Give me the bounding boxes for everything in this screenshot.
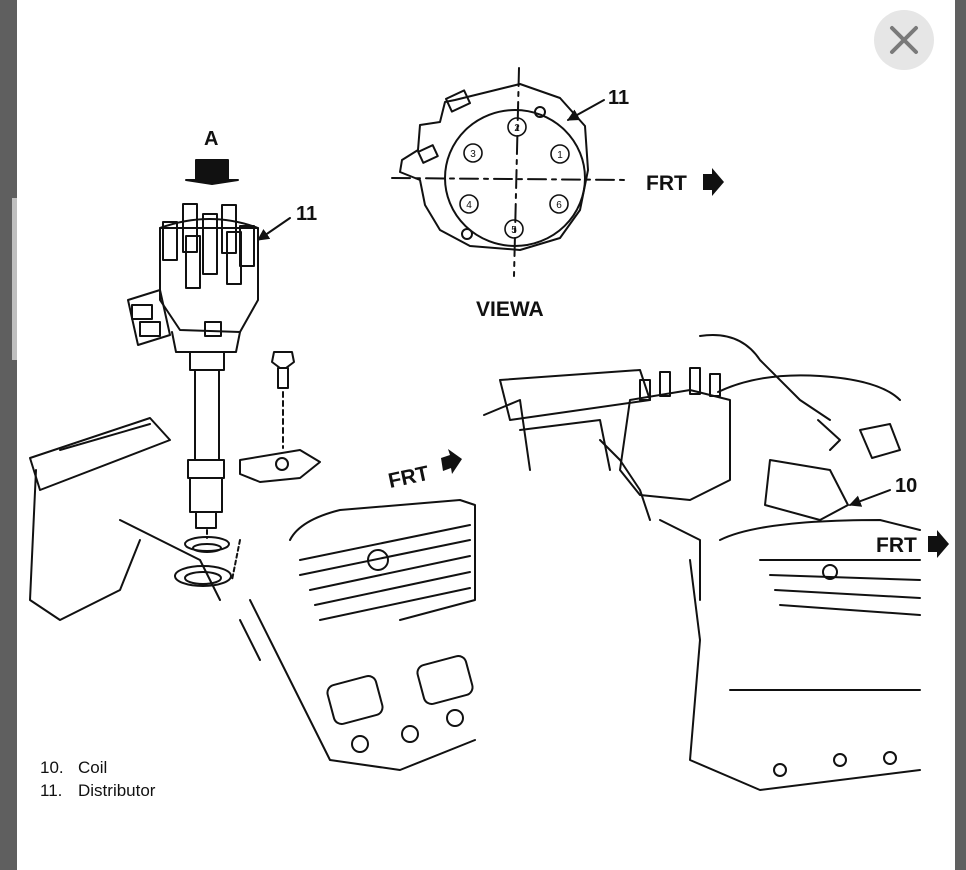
close-icon <box>890 26 918 54</box>
left-gutter <box>0 0 17 870</box>
terminal-number: 5 <box>511 225 517 236</box>
legend-item: 11. Distributor <box>40 779 155 802</box>
terminal-number: 6 <box>556 200 562 211</box>
view-a-cap-drawing <box>391 67 629 277</box>
terminal-number: 2 <box>514 123 520 134</box>
view-a-marker: A <box>204 128 218 150</box>
engine-block-left <box>29 417 476 771</box>
diagram-page <box>17 0 955 870</box>
right-gutter <box>955 0 966 870</box>
front-label-left: FRT <box>386 462 431 493</box>
view-a-label: VIEWA <box>476 298 544 321</box>
distributor-exploded-drawing <box>127 159 321 587</box>
cap-terminals <box>459 117 570 239</box>
callout-coil: 10 <box>895 475 917 497</box>
scroll-notch <box>12 198 17 360</box>
front-label-right: FRT <box>876 534 917 557</box>
legend-number: 10. <box>40 758 64 777</box>
terminal-number: 3 <box>470 149 476 160</box>
terminal-number: 1 <box>557 150 563 161</box>
installed-distributor-drawing <box>483 334 921 791</box>
front-label-view: FRT <box>646 172 687 195</box>
callout-distributor-view: 11 <box>608 87 629 109</box>
front-arrow-icons <box>441 168 949 558</box>
legend-text: Coil <box>78 758 108 777</box>
legend-text: Distributor <box>78 781 156 800</box>
close-button[interactable] <box>874 10 934 70</box>
legend-number: 11. <box>40 781 63 800</box>
terminal-number: 4 <box>466 200 472 211</box>
parts-legend: 10. Coil 11. Distributor <box>40 756 155 802</box>
callout-distributor-top: 11 <box>296 203 317 225</box>
legend-item: 10. Coil <box>40 756 155 779</box>
